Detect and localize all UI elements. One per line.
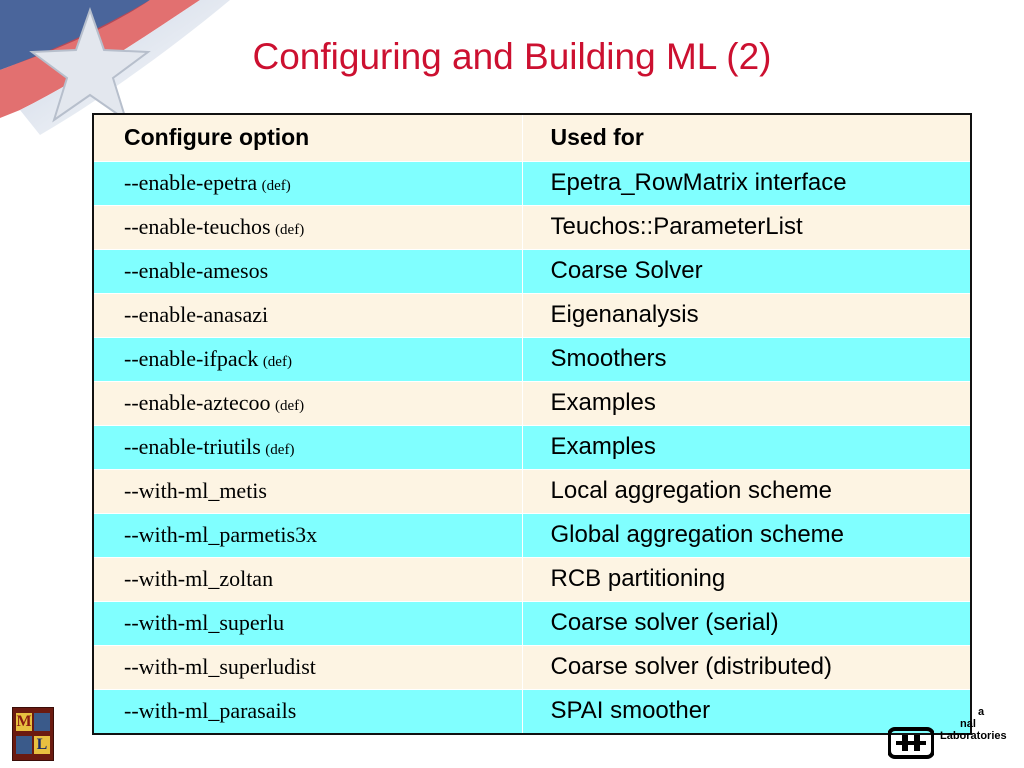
- option-cell: --enable-triutils (def): [94, 424, 523, 469]
- option-cell: --with-ml_parasails: [94, 688, 523, 733]
- table-row: --enable-amesos Coarse Solver: [94, 248, 970, 293]
- sandia-word-3: Laboratories: [940, 730, 1007, 742]
- option-cell: --enable-aztecoo (def): [94, 380, 523, 425]
- option-cell: --enable-amesos: [94, 248, 523, 293]
- option-name: --enable-teuchos: [124, 214, 271, 239]
- table-header-row: Configure option Used for: [94, 115, 970, 161]
- star-flag-decoration: [0, 0, 230, 135]
- default-marker: (def): [265, 442, 295, 458]
- option-name: --with-ml_metis: [124, 478, 267, 503]
- used-for-cell: Examples: [522, 424, 970, 469]
- table-row: --with-ml_parasails SPAI smoother: [94, 688, 970, 733]
- table-row: --enable-epetra (def)Epetra_RowMatrix in…: [94, 160, 970, 205]
- option-cell: --enable-teuchos (def): [94, 204, 523, 249]
- table-row: --with-ml_superlu Coarse solver (serial): [94, 600, 970, 645]
- sandia-word-2: nal: [960, 718, 976, 730]
- default-marker: (def): [275, 398, 305, 414]
- option-cell: --with-ml_parmetis3x: [94, 512, 523, 557]
- option-name: --enable-amesos: [124, 258, 269, 283]
- ml-logo-block: [16, 736, 32, 754]
- used-for-cell: Examples: [522, 380, 970, 425]
- ml-logo-letter-l: L: [34, 736, 50, 754]
- default-marker: (def): [261, 178, 291, 194]
- used-for-cell: Coarse solver (distributed): [522, 644, 970, 689]
- option-cell: --enable-epetra (def): [94, 160, 523, 205]
- used-for-cell: RCB partitioning: [522, 556, 970, 601]
- option-cell: --with-ml_superludist: [94, 644, 523, 689]
- option-cell: --with-ml_superlu: [94, 600, 523, 645]
- table-row: --enable-anasazi Eigenanalysis: [94, 292, 970, 337]
- option-cell: --with-ml_zoltan: [94, 556, 523, 601]
- ml-logo-letter-m: M: [16, 713, 32, 731]
- used-for-cell: Eigenanalysis: [522, 292, 970, 337]
- slide-title: Configuring and Building ML (2): [252, 36, 772, 77]
- option-name: --with-ml_parasails: [124, 698, 297, 724]
- option-name: --with-ml_parmetis3x: [124, 522, 318, 547]
- option-cell: --with-ml_metis: [94, 468, 523, 513]
- used-for-cell: Coarse solver (serial): [522, 600, 970, 645]
- option-name: --enable-epetra: [124, 170, 258, 195]
- default-marker: (def): [262, 354, 292, 370]
- table-row: --with-ml_parmetis3x Global aggregation s…: [94, 512, 970, 557]
- sandia-thunderbird-icon: [888, 727, 934, 759]
- table-row: --with-ml_metis Local aggregation scheme: [94, 468, 970, 513]
- header-configure-option: Configure option: [94, 115, 523, 161]
- table-row: --enable-ifpack (def)Smoothers: [94, 336, 970, 381]
- ml-logo: M L: [12, 707, 54, 761]
- option-cell: --enable-ifpack (def): [94, 336, 523, 381]
- used-for-cell: Epetra_RowMatrix interface: [522, 160, 970, 205]
- table-row: --enable-triutils (def)Examples: [94, 424, 970, 469]
- option-name: --enable-aztecoo: [124, 390, 271, 415]
- option-name: --with-ml_zoltan: [124, 566, 274, 591]
- option-cell: --enable-anasazi: [94, 292, 523, 337]
- option-name: --with-ml_superlu: [124, 610, 285, 635]
- table-row: --with-ml_superludist Coarse solver (dist…: [94, 644, 970, 689]
- used-for-cell: Teuchos::ParameterList: [522, 204, 970, 249]
- option-name: --with-ml_superludist: [124, 654, 316, 679]
- option-name: --enable-ifpack: [124, 346, 259, 371]
- option-name: --enable-anasazi: [124, 302, 269, 327]
- configure-options-table: Configure option Used for --enable-epetr…: [92, 113, 972, 735]
- used-for-cell: SPAI smoother: [522, 688, 970, 733]
- option-name: --enable-triutils: [124, 434, 261, 459]
- sandia-wordmark: a nal Laboratories: [940, 706, 1007, 742]
- ml-logo-block: [34, 713, 50, 731]
- used-for-cell: Local aggregation scheme: [522, 468, 970, 513]
- table-row: --with-ml_zoltan RCB partitioning: [94, 556, 970, 601]
- default-marker: (def): [275, 222, 305, 238]
- sandia-word-1: a: [978, 706, 985, 718]
- sandia-logo: a nal Laboratories: [888, 706, 1024, 764]
- used-for-cell: Global aggregation scheme: [522, 512, 970, 557]
- table-row: --enable-aztecoo (def)Examples: [94, 380, 970, 425]
- used-for-cell: Smoothers: [522, 336, 970, 381]
- used-for-cell: Coarse Solver: [522, 248, 970, 293]
- header-used-for: Used for: [522, 115, 970, 161]
- table-row: --enable-teuchos (def)Teuchos::Parameter…: [94, 204, 970, 249]
